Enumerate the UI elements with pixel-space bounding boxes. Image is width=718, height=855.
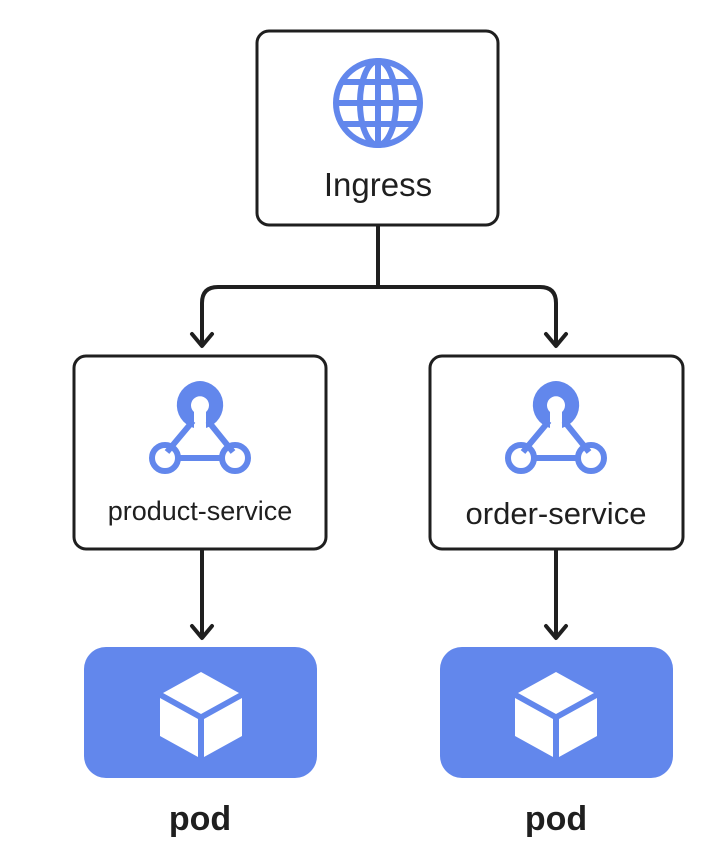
ingress-label: Ingress [323,166,433,203]
cube-icon-right [515,672,597,757]
service-icon-product [149,381,251,474]
globe-icon [333,58,423,148]
edge-ingress-to-order-service [376,285,558,346]
arrowhead-order-service [544,332,568,348]
product-service-label: product-service [107,496,293,526]
service-icon-order [505,381,607,474]
product-service-node-box[interactable] [72,354,328,551]
arrowhead-product-service [190,332,214,348]
edge-ingress-to-product-service [200,285,380,346]
pod-left-label: pod [168,800,232,838]
pod-right-label: pod [524,800,588,838]
connectors [190,224,568,640]
arrowhead-pod-right [544,624,568,640]
order-service-label: order-service [465,496,647,531]
cube-icon-left [160,672,242,757]
arrowhead-pod-left [190,624,214,640]
order-service-node-box[interactable] [428,354,685,551]
